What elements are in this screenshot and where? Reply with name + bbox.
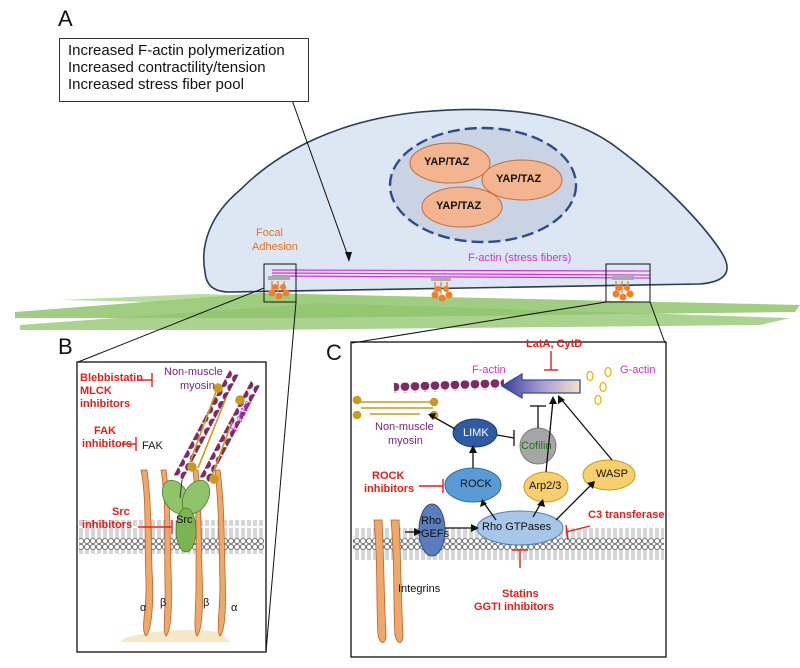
fak-inhibitor-label: FAK (94, 425, 116, 437)
integrins-label: Integrins (398, 583, 441, 595)
limk-node (452, 418, 498, 448)
rho-gtpases-label: Rho GTPases (482, 521, 552, 533)
rock-inhibitors-label-1: ROCK (372, 470, 405, 482)
c-myosin-label-1: Non-muscle (375, 421, 434, 433)
yap-taz-3 (421, 186, 503, 228)
integrin-beta-2: β (203, 597, 210, 609)
lata-inhibitor-line (544, 351, 558, 371)
info-line-3: Increased stress fiber pool (68, 76, 244, 93)
panel-c-integrins (373, 519, 404, 643)
cofilin-label: Cofilin (521, 440, 552, 452)
lata-cytd-label: LatA, CytD (526, 338, 583, 350)
rho-gefs-label-1: Rho (421, 515, 442, 527)
yap-taz-2 (481, 159, 563, 201)
focal-adhesion-label-1: Focal (256, 227, 283, 239)
wasp-label: WASP (596, 468, 628, 480)
c3-transferase-label: C3 transferase (588, 509, 665, 521)
rho-gefs-node (418, 503, 446, 557)
src-label: Src (176, 514, 193, 526)
yap-taz-label-1: YAP/TAZ (424, 156, 470, 168)
ggti-inhibitors-label: GGTI inhibitors (474, 601, 555, 613)
wasp-node (582, 459, 636, 491)
info-box: Increased F-actin polymerization Increas… (59, 38, 309, 102)
focal-adhesion-center (431, 277, 453, 302)
src-inhibitor-label: Src (112, 506, 130, 518)
panel-label-c: C (326, 340, 342, 365)
rho-gefs-label-2: GEFs (421, 528, 450, 540)
projection-lines (77, 287, 666, 653)
substrate (15, 293, 800, 330)
yap-taz-label-2: YAP/TAZ (496, 173, 542, 185)
mlck-label: MLCK (80, 385, 112, 397)
g-actin-monomers (586, 366, 612, 406)
b-myosin-label-2: myosin (180, 380, 215, 392)
stress-fibers (271, 269, 651, 279)
zoom-box-right (605, 263, 651, 303)
fak-label: FAK (142, 440, 163, 452)
zoom-box-left (263, 263, 297, 303)
integrin-alpha-2: α (231, 602, 238, 614)
info-callout-line (291, 99, 350, 260)
focal-adhesion-label-2: Adhesion (252, 241, 298, 253)
src-inhibitors-label: inhibitors (82, 519, 133, 531)
panel-b-inhibitor-lines (122, 373, 173, 534)
yap-taz-label-3: YAP/TAZ (436, 200, 482, 212)
panel-c-arrowheads (414, 395, 595, 536)
panel-label-b: B (58, 334, 73, 359)
panel-c-drug-inhibitions (419, 479, 591, 568)
focal-adhesion-left (268, 276, 290, 300)
arp23-label: Arp2/3 (529, 480, 562, 492)
panel-c-arrows (405, 398, 613, 533)
panel-b-factin (173, 369, 261, 483)
blebbistatin-label: Blebbistatin (80, 372, 143, 384)
yap-taz-1 (409, 142, 491, 184)
b-myosin-label-1: Non-muscle (164, 366, 223, 378)
polymerization-arrow (500, 372, 581, 400)
mlck-inhibitors-label: inhibitors (80, 398, 131, 410)
panel-c-frame (350, 341, 667, 658)
rock-label: ROCK (460, 478, 492, 490)
fak-src-complex (161, 479, 211, 553)
limk-label: LIMK (463, 427, 489, 439)
panel-c-inhibitions (496, 405, 546, 446)
c-myosin-label-2: myosin (388, 435, 423, 447)
fak-inhibitors-label: inhibitors (82, 438, 133, 450)
panel-c-factin-filament (393, 379, 505, 393)
stress-fibers-label: F-actin (stress fibers) (468, 252, 572, 264)
panel-label-a: A (58, 6, 73, 31)
panel-b-integrins (140, 469, 226, 637)
rock-inhibitors-label-2: inhibitors (364, 483, 415, 495)
panel-c-myosin (352, 395, 439, 420)
info-line-2: Increased contractility/tension (68, 59, 266, 76)
integrin-beta-1: β (160, 597, 167, 609)
panel-b-frame (76, 361, 267, 653)
panel-b-myosin (187, 383, 245, 484)
g-actin-label: G-actin (620, 364, 656, 376)
statins-label: Statins (502, 588, 539, 600)
integrin-alpha-1: α (140, 602, 147, 614)
c-factin-label: F-actin (472, 364, 506, 376)
focal-adhesion-right (612, 276, 634, 301)
info-line-1: Increased F-actin polymerization (68, 42, 285, 59)
